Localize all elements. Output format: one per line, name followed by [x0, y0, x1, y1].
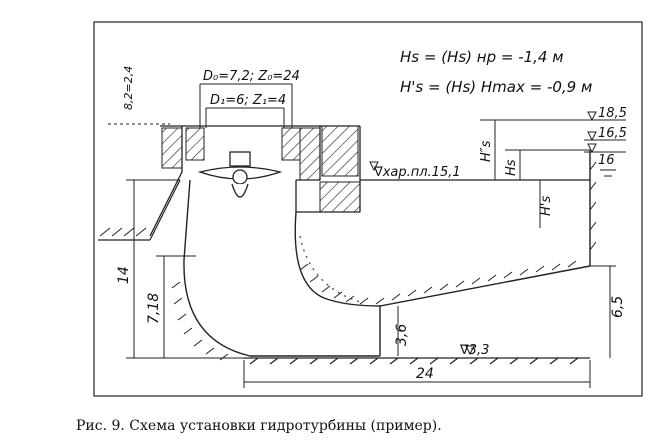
label-height-6-5: 6,5 [610, 296, 626, 318]
label-length-24: 24 [416, 366, 434, 382]
turbine-chamber [149, 125, 590, 237]
level-markers [369, 111, 626, 356]
label-height-3-6: 3,6 [394, 324, 410, 346]
figure-caption: Рис. 9. Схема установки гидротурбины (пр… [76, 418, 442, 434]
label-hs-double: H″s [479, 140, 494, 162]
label-hs: Hs [504, 159, 519, 176]
formula-hs-prime: H's = (Hs) Hmax = -0,9 м [400, 78, 592, 96]
formula-hs: Hs = (Hs) нр = -1,4 м [400, 48, 564, 66]
label-height-14: 14 [116, 266, 132, 284]
outer-frame [93, 21, 643, 397]
label-height-7-18: 7,18 [146, 293, 162, 324]
label-d1: D₁=6; Z₁=4 [210, 93, 286, 108]
level-16-5: 16,5 [598, 126, 627, 141]
dimension-lines [108, 83, 616, 388]
hatched-blocks [161, 125, 361, 213]
turbine-runner [197, 151, 283, 198]
level-16: 16 [598, 153, 615, 168]
level-3-3: ∇3,3 [459, 343, 489, 358]
label-partial-top: 8,2=2,4 [122, 66, 135, 110]
label-d0: D₀=7,2; Z₀=24 [203, 69, 300, 84]
label-hs-prime: H's [539, 196, 554, 216]
level-18-5: 18,5 [598, 106, 627, 121]
bottom-slab [244, 357, 590, 365]
tube-hatching [171, 161, 597, 361]
left-ground [98, 179, 181, 241]
level-15-1: ∇хар.пл.15,1 [373, 165, 461, 180]
